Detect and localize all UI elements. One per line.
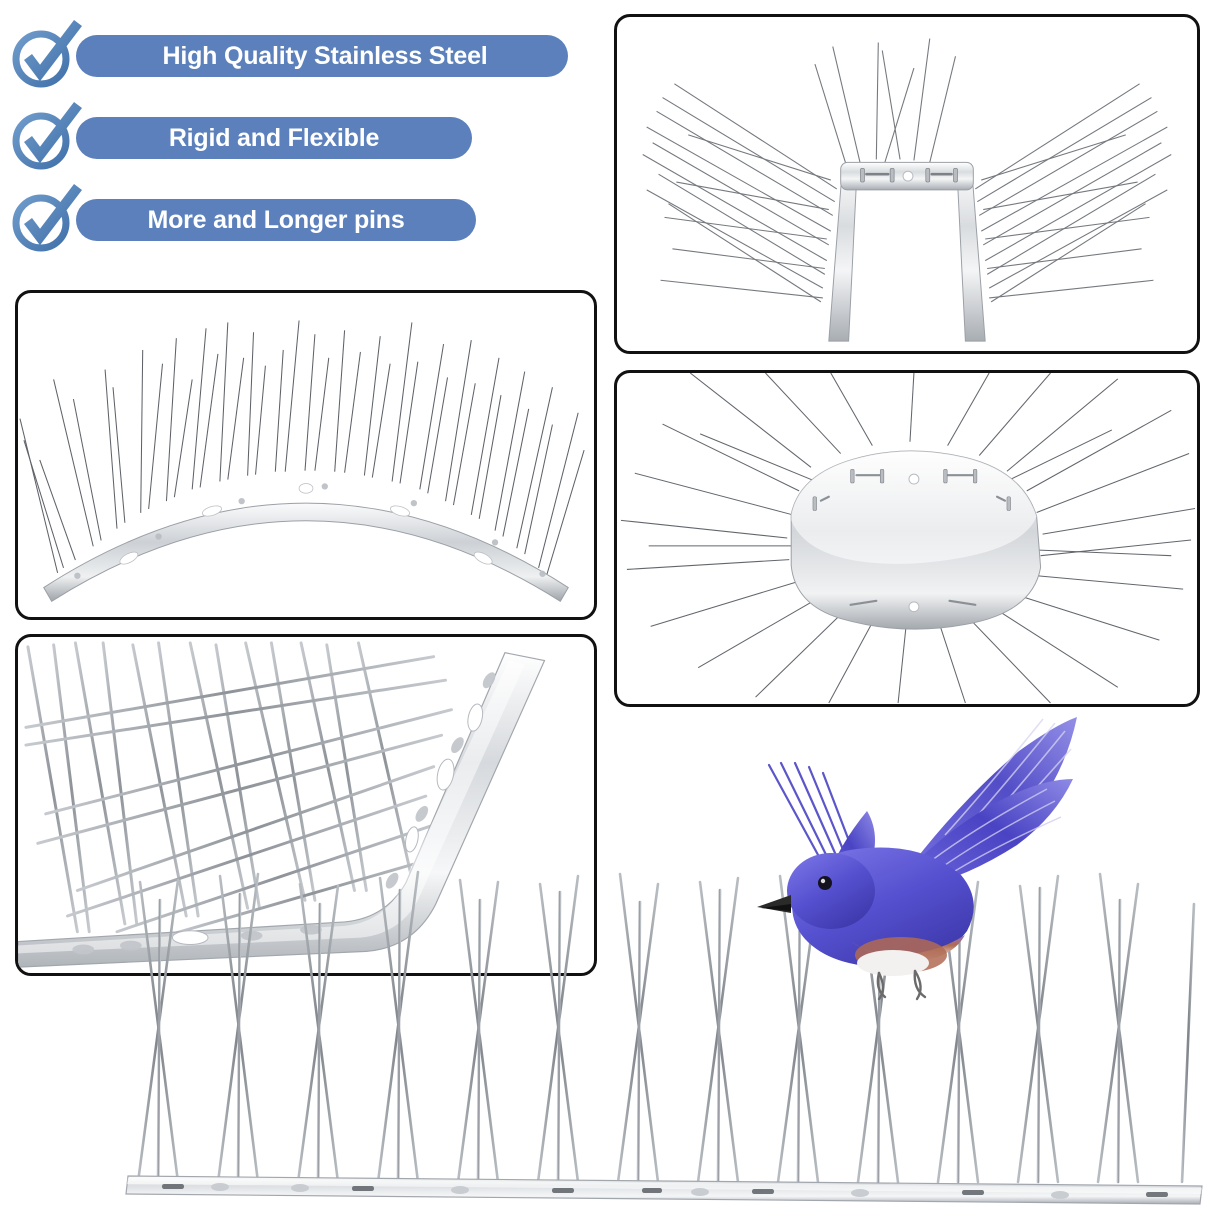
feature-item-0: High Quality Stainless Steel	[0, 19, 600, 88]
check-circle-icon	[8, 19, 82, 93]
feature-item-2: More and Longer pins	[0, 183, 600, 252]
check-circle-icon	[8, 183, 82, 257]
feature-label-0: High Quality Stainless Steel	[162, 42, 488, 70]
feature-list: High Quality Stainless Steel Rigid and F…	[0, 18, 600, 278]
product-photo-u-shaped-spike-strip	[614, 14, 1200, 354]
feature-badge-2: More and Longer pins	[76, 199, 476, 241]
main-spike-strip	[100, 860, 1214, 1214]
product-photo-arched-spike-strip	[15, 290, 597, 620]
feature-item-1: Rigid and Flexible	[0, 101, 600, 170]
feature-badge-1: Rigid and Flexible	[76, 117, 472, 159]
check-circle-icon	[8, 101, 82, 175]
product-photo-ring-spike-strip	[614, 370, 1200, 707]
bluebird	[755, 705, 1085, 1005]
product-photo-closeup-base-corner	[15, 634, 597, 976]
feature-badge-0: High Quality Stainless Steel	[76, 35, 568, 77]
feature-label-1: Rigid and Flexible	[168, 124, 380, 152]
feature-label-2: More and Longer pins	[147, 206, 405, 234]
